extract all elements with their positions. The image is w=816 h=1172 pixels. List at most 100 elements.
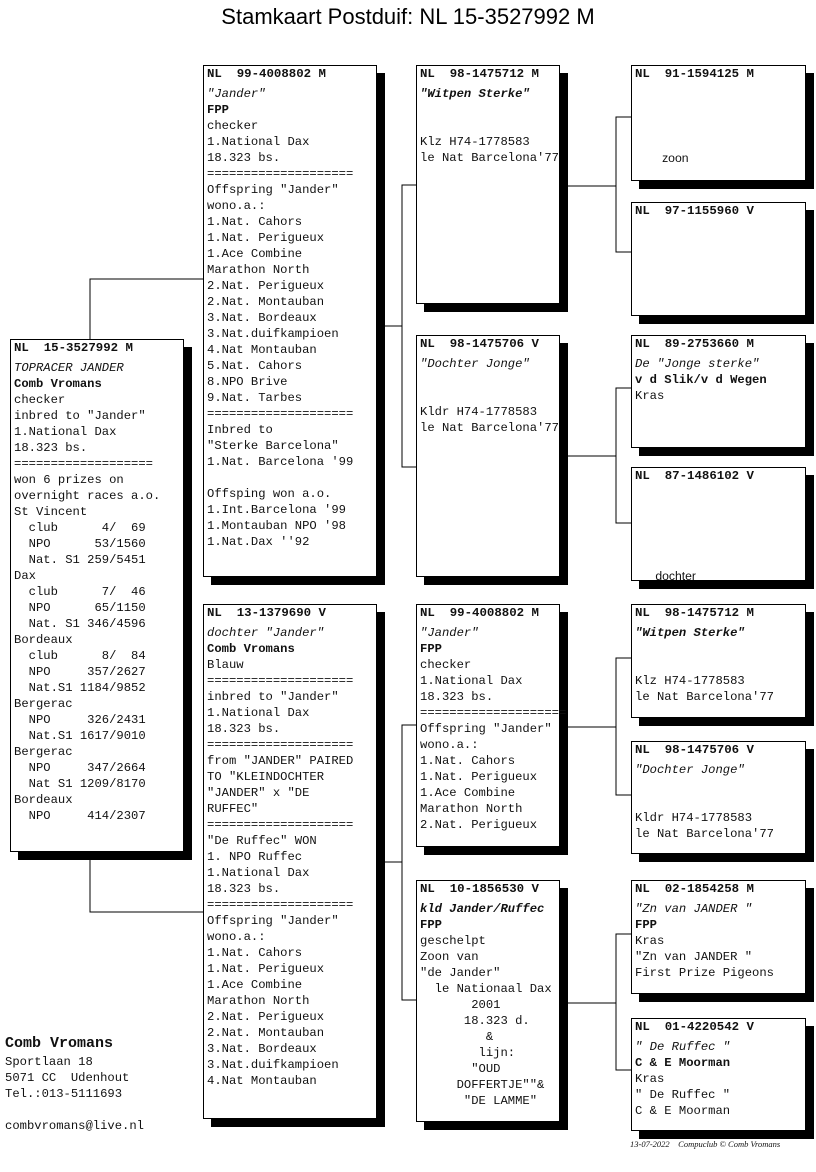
detail-line: Marathon North [207, 263, 310, 277]
detail-line: 1.National Dax [14, 425, 117, 439]
detail-line: Nat S1 1209/8170 [14, 777, 146, 791]
connector-ss [567, 116, 631, 253]
bird-card-ds-dam[interactable]: NL 98-1475706 V "Dochter Jonge"Kldr H74-1… [631, 741, 806, 854]
ring-number: NL 97-1155960 V [635, 204, 754, 218]
bird-card-ss-dam[interactable]: NL 97-1155960 V [631, 202, 806, 316]
detail-line: Bergerac [14, 697, 73, 711]
detail-line: & [420, 1030, 494, 1044]
detail-line [635, 520, 805, 536]
detail-line: 1.National Dax [207, 866, 310, 880]
detail-line: club 8/ 84 [14, 649, 146, 663]
detail-line: 1.Montauban NPO '98 [207, 519, 346, 533]
detail-line: 1.Nat. Perigueux [420, 770, 538, 784]
detail-line: Kldr H74-1778583 [635, 811, 753, 825]
detail-line: C & E Moorman [635, 1056, 731, 1070]
detail-line: wono.a.: [420, 738, 479, 752]
detail-line: 1.Ace Combine [420, 786, 516, 800]
connector-ds [567, 657, 631, 796]
ring-number: NL 99-4008802 M [420, 606, 539, 620]
detail-line: RUFFEC" [207, 802, 259, 816]
connector-sd [567, 387, 631, 524]
detail-line: ==================== [207, 167, 354, 181]
detail-line: Nat.S1 1184/9852 [14, 681, 146, 695]
detail-line [420, 372, 559, 388]
detail-line: Kras [635, 1072, 665, 1086]
detail-line: dochter "Jander" [207, 626, 325, 640]
bird-details: zoon [635, 86, 805, 166]
detail-line: 3.Nat. Bordeaux [207, 1042, 317, 1056]
bird-card-sire-dam[interactable]: NL 98-1475706 V"Dochter Jonge"Kldr H74-1… [416, 335, 560, 577]
detail-line: Inbred to [207, 423, 273, 437]
detail-line: "OUD [420, 1062, 501, 1076]
bird-card-sd-dam[interactable]: NL 87-1486102 V dochter [631, 467, 806, 583]
detail-line: Bordeaux [14, 633, 73, 647]
bird-card-ss-sire[interactable]: NL 91-1594125 M zoon [631, 65, 806, 181]
detail-line: lijn: [420, 1046, 516, 1060]
detail-line [635, 778, 805, 794]
detail-line: Kras [635, 934, 665, 948]
detail-line: zoon [635, 151, 689, 165]
detail-line [635, 657, 805, 673]
detail-line: ==================== [207, 818, 354, 832]
connector-main-sire [89, 278, 203, 339]
ring-number: NL 15-3527992 M [14, 341, 133, 355]
detail-line: le Nat Barcelona'77 [635, 690, 774, 704]
detail-line: 1.National Dax [207, 706, 310, 720]
detail-line: NPO 65/1150 [14, 601, 146, 615]
detail-line: TO "KLEINDOCHTER [207, 770, 325, 784]
bird-card-dd-dam[interactable]: NL 01-4220542 V " De Ruffec " C & E Moorma… [631, 1018, 806, 1131]
detail-line: 18.323 bs. [420, 690, 494, 704]
detail-line: 1.Int.Barcelona '99 [207, 503, 346, 517]
detail-line: Dax [14, 569, 36, 583]
detail-line: 1.Nat. Perigueux [207, 962, 325, 976]
detail-line: Kldr H74-1778583 [420, 405, 538, 419]
detail-line: De "Jonge sterke" [635, 357, 760, 371]
bird-card-ds-sire[interactable]: NL 98-1475712 M"Witpen Sterke"Klz H74-17… [631, 604, 806, 718]
detail-line: Offsping won a.o. [207, 487, 332, 501]
detail-line: inbred to "Jander" [207, 690, 339, 704]
detail-line: NPO 53/1560 [14, 537, 146, 551]
bird-card-sire-sire[interactable]: NL 98-1475712 M"Witpen Sterke"Klz H74-17… [416, 65, 560, 304]
detail-line: "Dochter Jonge" [420, 357, 530, 371]
detail-line: FPP [207, 103, 229, 117]
detail-line: 9.Nat. Tarbes [207, 391, 303, 405]
detail-line [207, 470, 376, 486]
detail-line [635, 488, 805, 504]
ring-number: NL 87-1486102 V [635, 469, 754, 483]
detail-line: 4.Nat Montauban [207, 1074, 317, 1088]
owner-city: 5071 CC Udenhout [5, 1071, 130, 1085]
detail-line [635, 134, 805, 150]
detail-line: C & E Moorman [635, 1104, 731, 1118]
owner-name: Comb Vromans [5, 1035, 114, 1052]
ring-number: NL 01-4220542 V [635, 1020, 754, 1034]
ring-number: NL 98-1475706 V [635, 743, 754, 757]
detail-line: v d Slik/v d Wegen [635, 373, 767, 387]
owner-email[interactable]: combvromans@live.nl [5, 1119, 144, 1133]
detail-line: 1.Nat.Dax ''92 [207, 535, 310, 549]
detail-line: 2.Nat. Montauban [207, 1026, 325, 1040]
detail-line [635, 118, 805, 134]
detail-line: " De Ruffec " [635, 1088, 731, 1102]
detail-line: club 4/ 69 [14, 521, 146, 535]
detail-line: 1.Nat. Cahors [420, 754, 516, 768]
detail-line: "Zn van JANDER " [635, 902, 753, 916]
detail-line: 1.Ace Combine [207, 247, 303, 261]
connector-sire [384, 184, 416, 468]
detail-line: NPO 326/2431 [14, 713, 146, 727]
detail-line: Bergerac [14, 745, 73, 759]
detail-line: Offspring "Jander" [207, 183, 339, 197]
detail-line: Nat.S1 1617/9010 [14, 729, 146, 743]
detail-line: from "JANDER" PAIRED [207, 754, 354, 768]
detail-line: 18.323 bs. [14, 441, 88, 455]
detail-line [635, 536, 805, 552]
